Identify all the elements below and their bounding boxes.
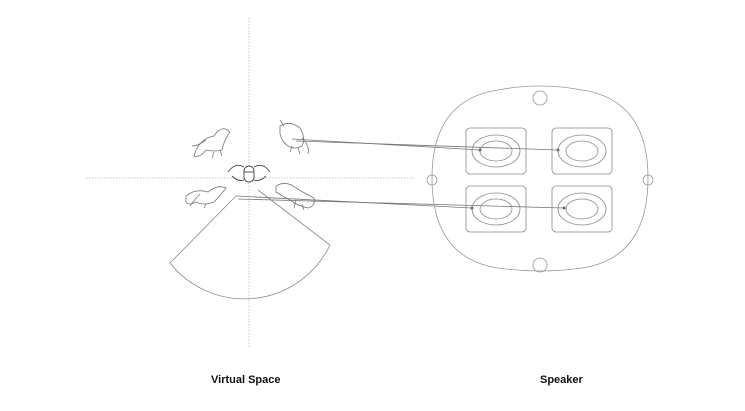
speaker-enclosure (426, 85, 654, 273)
listener-head-icon (227, 164, 271, 183)
connection-line (295, 140, 559, 151)
virtual-space-caption: Virtual Space (211, 374, 281, 386)
speaker-caption: Speaker (540, 374, 583, 386)
speaker-driver-icon (551, 185, 613, 233)
bird-icon (275, 183, 315, 211)
mount-knob-left (426, 174, 438, 186)
speaker-driver-icon (465, 127, 527, 175)
mount-knob-top (532, 90, 548, 106)
bird-icon (279, 119, 309, 155)
connection-line (237, 198, 565, 209)
mount-knob-right (642, 174, 654, 186)
speaker-driver-icon (465, 185, 527, 233)
virtual-space-axes (86, 18, 414, 348)
listening-cone (169, 189, 331, 300)
mount-knob-bottom (532, 257, 548, 273)
connection-lines (235, 138, 565, 209)
connection-line (291, 138, 481, 151)
bird-icon (191, 128, 231, 159)
speaker-driver-icon (551, 127, 613, 175)
bird-icon (185, 186, 227, 209)
